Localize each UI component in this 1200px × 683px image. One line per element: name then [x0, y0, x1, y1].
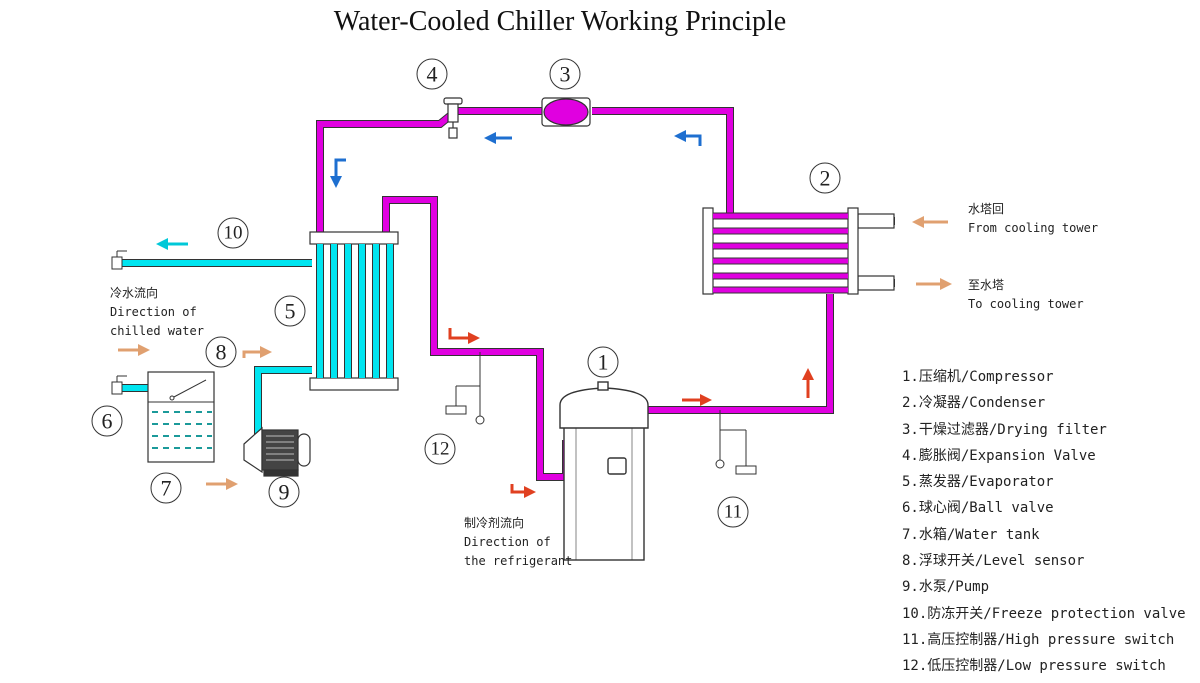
callout-9 — [268, 476, 300, 508]
callout-4 — [416, 58, 448, 90]
legend-item: 5.蒸发器/Evaporator — [902, 474, 1054, 491]
callout-8 — [205, 336, 237, 368]
callout-1-num: 1 — [598, 350, 609, 375]
refrig-en-1: Direction of — [464, 535, 551, 549]
callout-7-num: 7 — [161, 476, 172, 501]
water-tank — [147, 371, 215, 463]
callout-12 — [424, 433, 456, 465]
tower-pipe-stubs — [857, 213, 895, 291]
compressor — [559, 381, 649, 561]
callout-7 — [150, 472, 182, 504]
tower-supply-cn: 至水塔 — [968, 278, 1005, 292]
legend-item: 7.水箱/Water tank — [902, 526, 1040, 543]
chilled-water-label: 冷水流向 Direction of chilled water — [110, 284, 204, 341]
pump — [243, 426, 311, 477]
tower-supply-label: 至水塔 To cooling tower — [968, 276, 1084, 314]
callout-1 — [587, 346, 619, 378]
water-pipes — [122, 217, 895, 456]
diagram-title: Water-Cooled Chiller Working Principle — [333, 6, 787, 37]
legend-item: 3.干燥过滤器/Drying filter — [902, 421, 1107, 438]
ball-valve — [111, 250, 127, 395]
expansion-valve — [443, 97, 463, 139]
condenser — [702, 207, 859, 295]
legend: 1.压缩机/Compressor 2.冷凝器/Condenser 3.干燥过滤器… — [902, 364, 1186, 680]
legend-item: 9.水泵/Pump — [902, 579, 990, 596]
chilled-en-2: chilled water — [110, 324, 204, 338]
tower-return-en: From cooling tower — [968, 221, 1099, 235]
callout-3 — [549, 58, 581, 90]
callout-2-num: 2 — [820, 166, 831, 191]
legend-item: 12.低压控制器/Low pressure switch — [902, 658, 1166, 675]
callout-4-num: 4 — [427, 62, 438, 87]
callout-12-num: 12 — [431, 439, 450, 460]
refrigerant-pipes-fill — [317, 108, 833, 480]
callout-11-num: 11 — [724, 502, 742, 523]
evaporator — [309, 231, 399, 391]
flow-arrows-red — [448, 328, 814, 498]
callout-8-num: 8 — [216, 340, 227, 365]
refrig-cn: 制冷剂流向 — [464, 516, 525, 530]
callout-10 — [217, 217, 249, 249]
legend-item: 6.球心阀/Ball valve — [902, 500, 1054, 517]
legend-item: 2.冷凝器/Condenser — [902, 395, 1046, 412]
number-callouts — [91, 58, 841, 528]
callout-6-num: 6 — [102, 409, 113, 434]
refrig-en-2: the refrigerant — [464, 554, 573, 568]
tower-return-cn: 水塔回 — [968, 202, 1005, 216]
callout-5 — [274, 295, 306, 327]
chilled-cn: 冷水流向 — [110, 286, 159, 300]
high-pressure-switch — [715, 410, 757, 475]
callout-6 — [91, 405, 123, 437]
refrigerant-label: 制冷剂流向 Direction of the refrigerant — [464, 514, 572, 571]
tower-supply-en: To cooling tower — [968, 297, 1084, 311]
legend-item: 1.压缩机/Compressor — [902, 369, 1054, 385]
flow-arrows-tan — [118, 216, 952, 490]
callout-2 — [809, 162, 841, 194]
callout-5-num: 5 — [285, 299, 296, 324]
callout-9-num: 9 — [279, 480, 290, 505]
callout-10-num: 10 — [224, 223, 243, 244]
drying-filter — [541, 97, 591, 127]
legend-item: 4.膨胀阀/Expansion Valve — [902, 447, 1096, 464]
flow-arrows-blue — [330, 130, 702, 188]
legend-item: 11.高压控制器/High pressure switch — [902, 631, 1175, 648]
low-pressure-switch — [445, 352, 485, 425]
callout-3-num: 3 — [560, 62, 571, 87]
tower-return-label: 水塔回 From cooling tower — [968, 200, 1098, 238]
chilled-en-1: Direction of — [110, 305, 197, 319]
legend-item: 10.防冻开关/Freeze protection valve — [902, 605, 1186, 622]
legend-item: 8.浮球开关/Level sensor — [902, 553, 1085, 570]
callout-11 — [717, 496, 749, 528]
